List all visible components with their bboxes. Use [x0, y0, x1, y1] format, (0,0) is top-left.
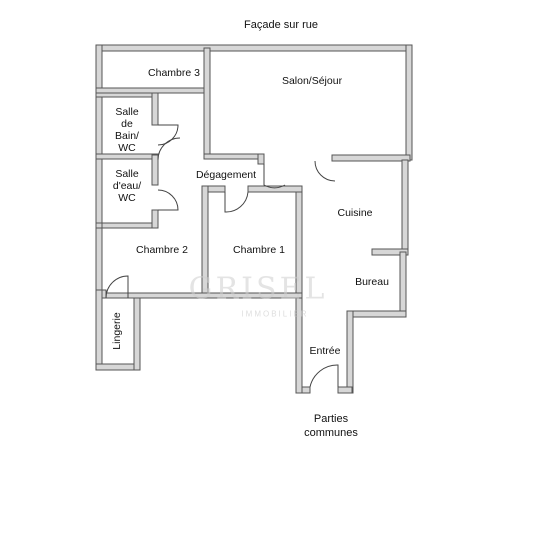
- room-chambre-3: Chambre 3: [148, 67, 200, 79]
- common-areas-line: Parties: [313, 413, 349, 425]
- room-cuisine: Cuisine: [337, 207, 373, 219]
- room-salle-de-bain-line: Bain/: [115, 130, 139, 142]
- room-chambre-2: Chambre 2: [136, 244, 188, 256]
- room-chambre-1: Chambre 1: [233, 244, 285, 256]
- room-lingerie: Lingerie: [111, 312, 123, 350]
- room-salle-d-eau: Salle d'eau/ WC: [113, 168, 141, 204]
- room-entree: Entrée: [309, 345, 341, 357]
- room-salle-de-bain-line: WC: [118, 142, 136, 154]
- common-areas-line: communes: [304, 427, 358, 439]
- room-salle-d-eau-line: WC: [118, 192, 136, 204]
- room-salon-sejour: Salon/Séjour: [281, 75, 343, 87]
- room-salle-de-bain-line: de: [121, 118, 133, 130]
- room-salle-de-bain-line: Salle: [115, 106, 139, 118]
- room-degagement: Dégagement: [195, 169, 257, 181]
- street-facade-label: Façade sur rue: [244, 19, 318, 31]
- room-salle-d-eau-line: Salle: [115, 168, 139, 180]
- room-salle-de-bain: Salle de Bain/ WC: [115, 106, 139, 154]
- room-bureau: Bureau: [355, 276, 389, 288]
- inner-walls: [95, 47, 303, 299]
- common-areas-label: Parties communes: [304, 412, 358, 440]
- room-salle-d-eau-line: d'eau/: [112, 180, 142, 192]
- door-swings: [105, 124, 339, 388]
